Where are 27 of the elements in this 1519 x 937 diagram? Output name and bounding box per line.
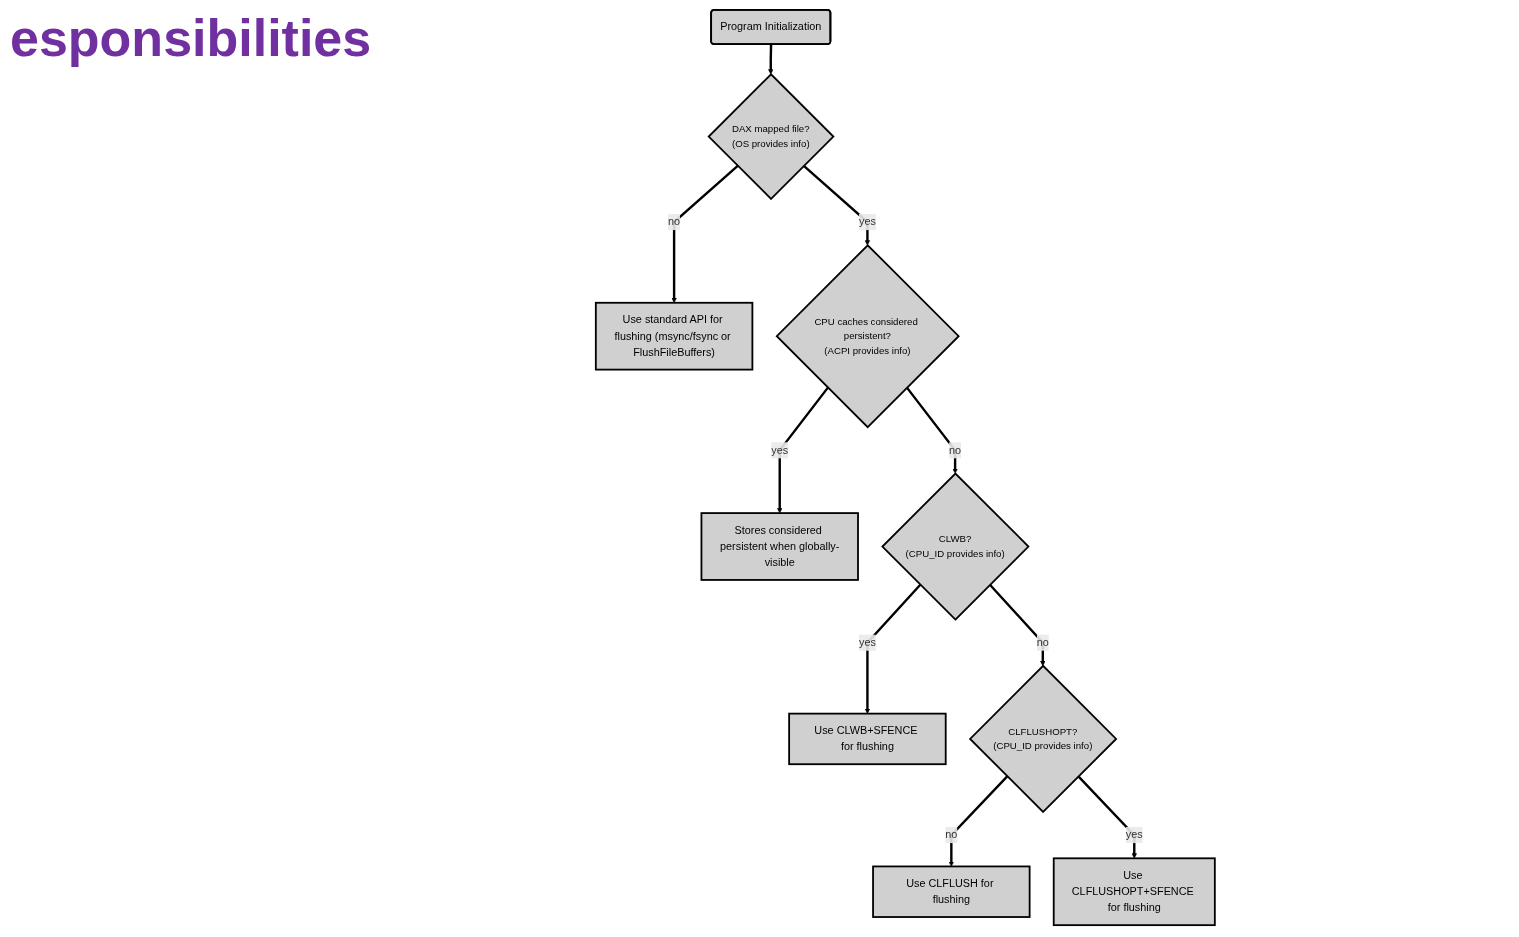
edge-label: yes — [858, 215, 876, 228]
edge-label: yes — [1125, 828, 1143, 841]
arrow — [988, 583, 1046, 667]
title: esponsibilities — [10, 8, 372, 68]
node-box: Use CLWB+SFENCE for flushing — [787, 712, 947, 766]
arrow — [671, 164, 739, 303]
node-box: Use CLFLUSHOPT+SFENCE for flushing — [1052, 857, 1216, 927]
node-box: Stores considered persistent when globally-visible — [700, 512, 859, 581]
arrow — [864, 583, 921, 714]
node-diamond: CLWB? (CPU_ID provides info) — [880, 472, 1030, 621]
arrow — [767, 44, 774, 75]
edge-label: no — [1036, 636, 1049, 649]
edge-label: yes — [770, 443, 788, 457]
node-box: Use CLFLUSH for flushing — [871, 865, 1031, 918]
edge-label: yes — [858, 636, 876, 649]
arrow — [802, 164, 870, 246]
node-diamond: CLFLUSHOPT? (CPU_ID provides info) — [968, 664, 1118, 814]
edge-label: no — [948, 443, 961, 457]
arrow — [776, 386, 829, 514]
arrow — [948, 775, 1008, 867]
arrow — [905, 386, 958, 474]
edge-label: no — [944, 828, 958, 841]
node-diamond: CPU caches considered persistent? (ACPI provides info) — [775, 244, 960, 429]
edge-label: no — [667, 215, 680, 228]
node-diamond: DAX mapped file? (OS provides info) — [707, 72, 835, 201]
arrow — [1077, 775, 1137, 859]
node-box: Use standard API for flushing (msync/fsync or FlushFileBuffers) — [594, 301, 753, 371]
